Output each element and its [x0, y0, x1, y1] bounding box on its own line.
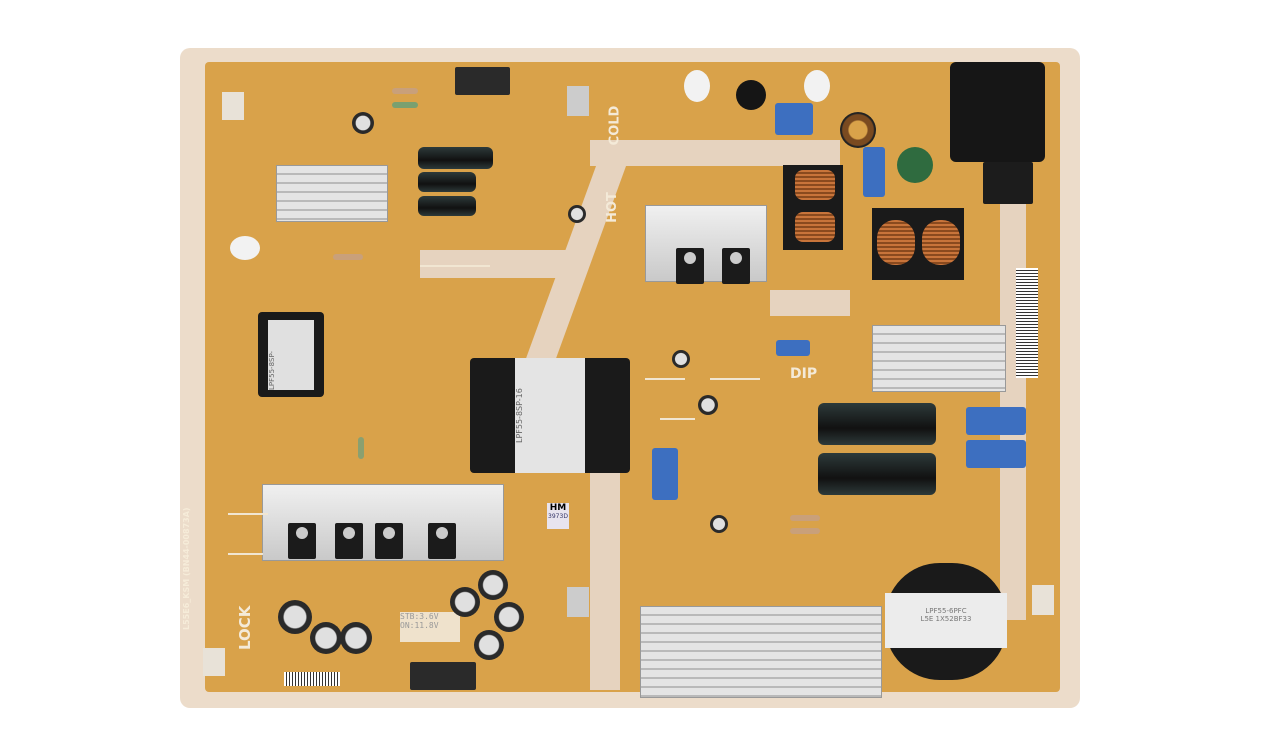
varistor	[897, 147, 933, 183]
film-capacitor	[966, 407, 1026, 435]
dip-label: DIP	[790, 366, 818, 382]
transformer-label: LPF55-8SP-	[268, 320, 314, 390]
isolation-gap	[770, 290, 850, 316]
ac-input-socket	[950, 62, 1045, 162]
mounting-clip	[203, 648, 225, 676]
hot-label: HOT	[604, 192, 620, 223]
capacitor	[672, 350, 690, 368]
main-transformer: LPF55-8SP-16	[470, 358, 630, 473]
transistor	[722, 248, 750, 284]
transformer-label: LPF55-8SP-16	[515, 358, 585, 473]
transistor	[676, 248, 704, 284]
capacitor	[340, 622, 372, 654]
output-connector	[410, 662, 476, 690]
resistor	[392, 102, 418, 108]
heatsink	[872, 325, 1006, 392]
jumper	[228, 513, 268, 515]
model-label: L55E6_KSM (BN44-00873A)	[182, 507, 191, 630]
hm-code: 3973D	[548, 513, 568, 520]
y-capacitor	[230, 236, 260, 260]
y-capacitor	[684, 70, 710, 102]
mounting-clip	[1032, 585, 1054, 615]
coil	[922, 220, 960, 265]
electrolytic-capacitor	[818, 453, 936, 495]
output-connector	[455, 67, 510, 95]
capacitor	[278, 600, 312, 634]
capacitor	[450, 587, 480, 617]
resistor	[358, 437, 364, 459]
jumper	[710, 378, 760, 380]
coil	[877, 220, 915, 265]
thermistor	[736, 80, 766, 110]
inductor-label-line2: L5E 1X52BF33	[920, 615, 972, 623]
isolation-gap	[420, 250, 570, 278]
mounting-clip	[567, 86, 589, 116]
film-capacitor	[776, 340, 810, 356]
on-voltage: ON:11.8V	[400, 621, 439, 630]
lock-label: LOCK	[236, 605, 254, 650]
heatsink	[276, 165, 388, 222]
capacitor	[352, 112, 374, 134]
resistor	[790, 515, 820, 521]
mounting-clip	[222, 92, 244, 120]
transistor	[375, 523, 403, 559]
resistor	[790, 528, 820, 534]
film-capacitor	[775, 103, 813, 135]
heatsink	[640, 606, 882, 698]
ac-socket-base	[983, 162, 1033, 204]
capacitor	[478, 570, 508, 600]
jumper	[645, 378, 685, 380]
electrolytic-capacitor	[418, 147, 493, 169]
capacitor	[310, 622, 342, 654]
inductor-label-line1: LPF55-6PFC	[925, 607, 967, 615]
resistor	[333, 254, 363, 260]
cold-label: COLD	[607, 105, 623, 146]
hm-text: HM	[549, 503, 567, 513]
electrolytic-capacitor	[418, 172, 476, 192]
electrolytic-capacitor	[418, 196, 476, 216]
transistor	[428, 523, 456, 559]
capacitor	[568, 205, 586, 223]
toroid-coil	[840, 112, 876, 148]
capacitor	[494, 602, 524, 632]
coil	[795, 212, 835, 242]
film-capacitor	[652, 448, 678, 500]
capacitor	[698, 395, 718, 415]
capacitor	[474, 630, 504, 660]
y-capacitor	[804, 70, 830, 102]
capacitor	[710, 515, 728, 533]
barcode-sticker	[1016, 268, 1038, 378]
stb-voltage: STB:3.6V	[400, 612, 439, 621]
electrolytic-capacitor	[818, 403, 936, 445]
resistor	[392, 88, 418, 94]
coil	[795, 170, 835, 200]
isolation-gap	[590, 140, 840, 166]
jumper	[420, 265, 490, 267]
jumper	[228, 553, 263, 555]
standby-transformer: LPF55-8SP-	[258, 312, 324, 397]
barcode-sticker	[284, 672, 340, 686]
transistor	[335, 523, 363, 559]
transistor	[288, 523, 316, 559]
jumper	[660, 418, 695, 420]
film-capacitor	[966, 440, 1026, 468]
film-capacitor	[863, 147, 885, 197]
mounting-clip	[567, 587, 589, 617]
